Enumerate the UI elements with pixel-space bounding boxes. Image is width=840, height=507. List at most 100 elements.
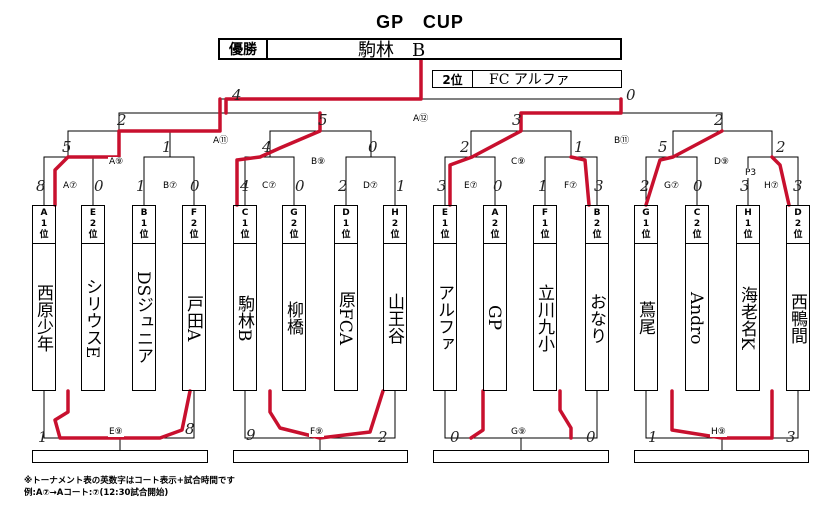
team-seed-part: 位 — [390, 230, 400, 240]
team-name: 山王谷 — [384, 292, 404, 344]
score: 3 — [740, 177, 750, 195]
team-seed-part: C — [241, 208, 249, 218]
winner-line — [558, 389, 573, 440]
team-name: GP — [484, 305, 504, 331]
winner-line — [448, 97, 623, 207]
score: 4 — [240, 177, 250, 195]
champion-name: 駒林 B — [358, 40, 426, 61]
score: 0 — [450, 428, 460, 446]
team-seed-part: 1 — [342, 219, 350, 229]
team-seed-part: 2 — [290, 219, 298, 229]
team-seed-part: 位 — [240, 230, 250, 240]
bracket-line — [470, 130, 572, 157]
match-label: D⑦ — [362, 181, 379, 191]
match-label: E⑨ — [108, 427, 124, 437]
team-seed-part: G — [290, 208, 298, 218]
score: 1 — [396, 177, 406, 195]
match-label: F⑦ — [563, 181, 579, 191]
team-seed-part: 位 — [440, 230, 450, 240]
team-name: 戸田A — [183, 294, 203, 342]
champion-box: 優勝 駒林 B — [218, 38, 622, 61]
match-label: B⑪ — [613, 133, 631, 146]
match-label: B⑨ — [310, 157, 327, 167]
team-seed-part: 1 — [541, 219, 549, 229]
winner-line — [670, 389, 774, 440]
score: 0 — [295, 177, 305, 195]
runner-up-label: 2位 — [433, 71, 473, 87]
score: 3 — [512, 111, 522, 129]
team-seed-part: D — [342, 208, 350, 218]
team-seed-part: B — [593, 208, 601, 218]
score: 4 — [232, 86, 242, 104]
bracket-line — [672, 130, 773, 157]
team-name: 西原少年 — [33, 284, 53, 352]
team-seed-part: A — [40, 208, 48, 218]
winner-line — [469, 389, 485, 440]
team-seed-part: 1 — [241, 219, 249, 229]
team-seed-part: F — [541, 208, 549, 218]
team-name: 駒林B — [234, 294, 254, 342]
winner-line — [569, 155, 591, 207]
team-name: 西鴨間 — [787, 292, 807, 344]
score: 2 — [776, 138, 786, 156]
team-seed-part: 位 — [289, 230, 299, 240]
runner-up-box: 2位 FC アルファ — [432, 70, 622, 88]
score: 3 — [594, 177, 604, 195]
footnote: ※トーナメント表の英数字はコート表示+試合時間です — [24, 476, 235, 486]
score: 0 — [94, 177, 104, 195]
placement-box-left — [32, 450, 208, 463]
team-seed-part: 位 — [793, 230, 803, 240]
team-seed-part: 位 — [139, 230, 149, 240]
team-name: DSジュニア — [133, 271, 153, 365]
team-seed-part: 位 — [88, 230, 98, 240]
score: 3 — [786, 428, 796, 446]
runner-up-name: FC アルファ — [489, 72, 570, 88]
team-seed-part: 位 — [39, 230, 49, 240]
score: 1 — [38, 428, 48, 446]
team-seed-part: 1 — [140, 219, 148, 229]
extra-label: P3 — [744, 168, 758, 178]
winner-line — [644, 129, 724, 207]
score: 0 — [693, 177, 703, 195]
team-seed-part: 1 — [642, 219, 650, 229]
team-seed-part: D — [794, 208, 802, 218]
team-name: Andro — [686, 291, 706, 345]
score: 2 — [378, 428, 388, 446]
page-title: GP CUP — [376, 12, 464, 32]
match-label: C⑨ — [510, 157, 527, 167]
placement-box-right — [433, 450, 609, 463]
score: 0 — [586, 428, 596, 446]
champion-label: 優勝 — [220, 40, 268, 58]
team-seed-part: 2 — [794, 219, 802, 229]
score: 2 — [117, 111, 127, 129]
team-seed-part: H — [744, 208, 752, 218]
match-label: B⑦ — [162, 181, 179, 191]
team-seed-part: E — [89, 208, 97, 218]
team-seed-part: F — [190, 208, 198, 218]
score: 2 — [460, 138, 470, 156]
winner-line — [224, 58, 423, 115]
score: 1 — [538, 177, 548, 195]
team-seed-part: G — [642, 208, 650, 218]
match-label: H⑦ — [763, 181, 780, 191]
team-seed-part: 位 — [540, 230, 550, 240]
